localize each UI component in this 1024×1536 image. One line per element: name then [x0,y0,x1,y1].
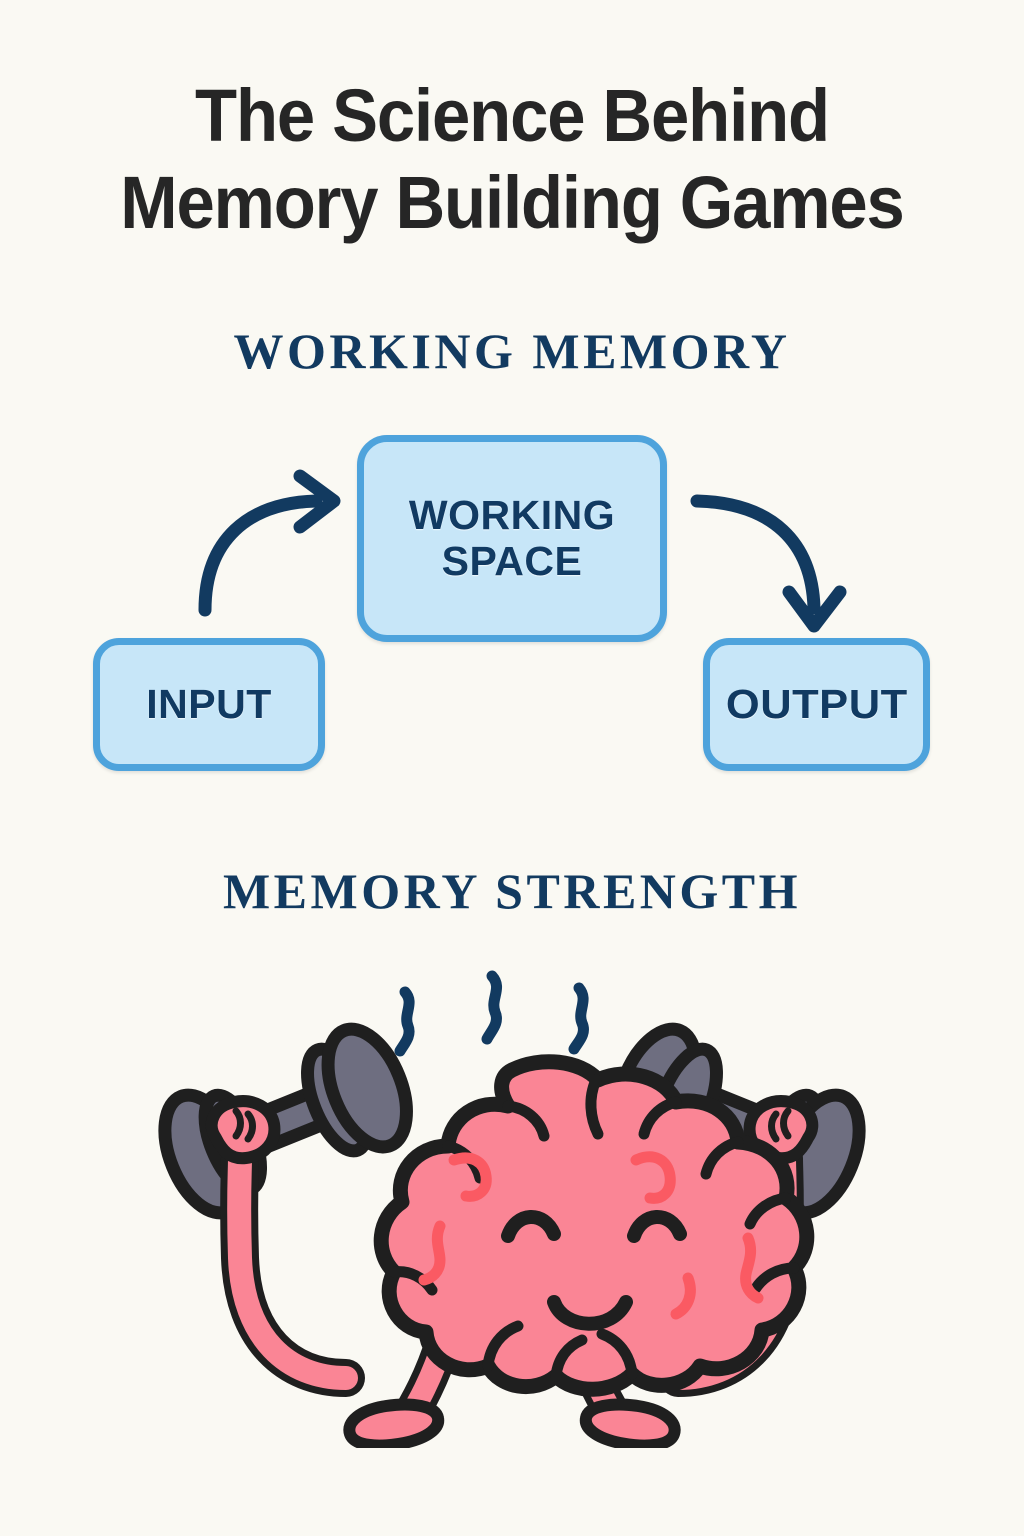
diagram-box-input-label: INPUT [146,680,272,727]
effort-squiggle-right-icon [568,982,589,1055]
dumbbell-left-icon [158,1022,413,1220]
diagram-box-output-label: OUTPUT [725,680,908,727]
title-line-1: The Science Behind [195,74,830,157]
brain-face [501,1210,687,1331]
page-title: The Science Behind Memory Building Games [0,72,1024,247]
smile-icon [547,1295,633,1331]
diagram-box-input[interactable]: INPUT [93,638,325,771]
diagram-box-output[interactable]: OUTPUT [703,638,930,771]
brain-lifting-dumbbells-illustration [158,970,866,1448]
diagram-box-working-space-label: WORKING SPACE [408,491,616,584]
closed-eye-left-icon [501,1210,561,1243]
arm-left [205,1095,365,1397]
effort-squiggle-center-icon [481,970,502,1045]
brain-body [373,1054,815,1397]
section-heading-working-memory: WORKING MEMORY [233,323,791,379]
arrow-input-to-working-space [198,469,341,617]
diagram-box-working-space[interactable]: WORKING SPACE [357,435,667,642]
title-line-2: Memory Building Games [120,161,905,245]
effort-squiggle-left-icon [394,986,415,1057]
closed-eye-right-icon [627,1210,687,1243]
working-memory-diagram: WORKING SPACE INPUT OUTPUT [0,420,1024,800]
arrow-working-space-to-output [690,494,847,633]
section-heading-memory-strength: MEMORY STRENGTH [222,863,802,919]
effort-squiggles [394,970,589,1057]
